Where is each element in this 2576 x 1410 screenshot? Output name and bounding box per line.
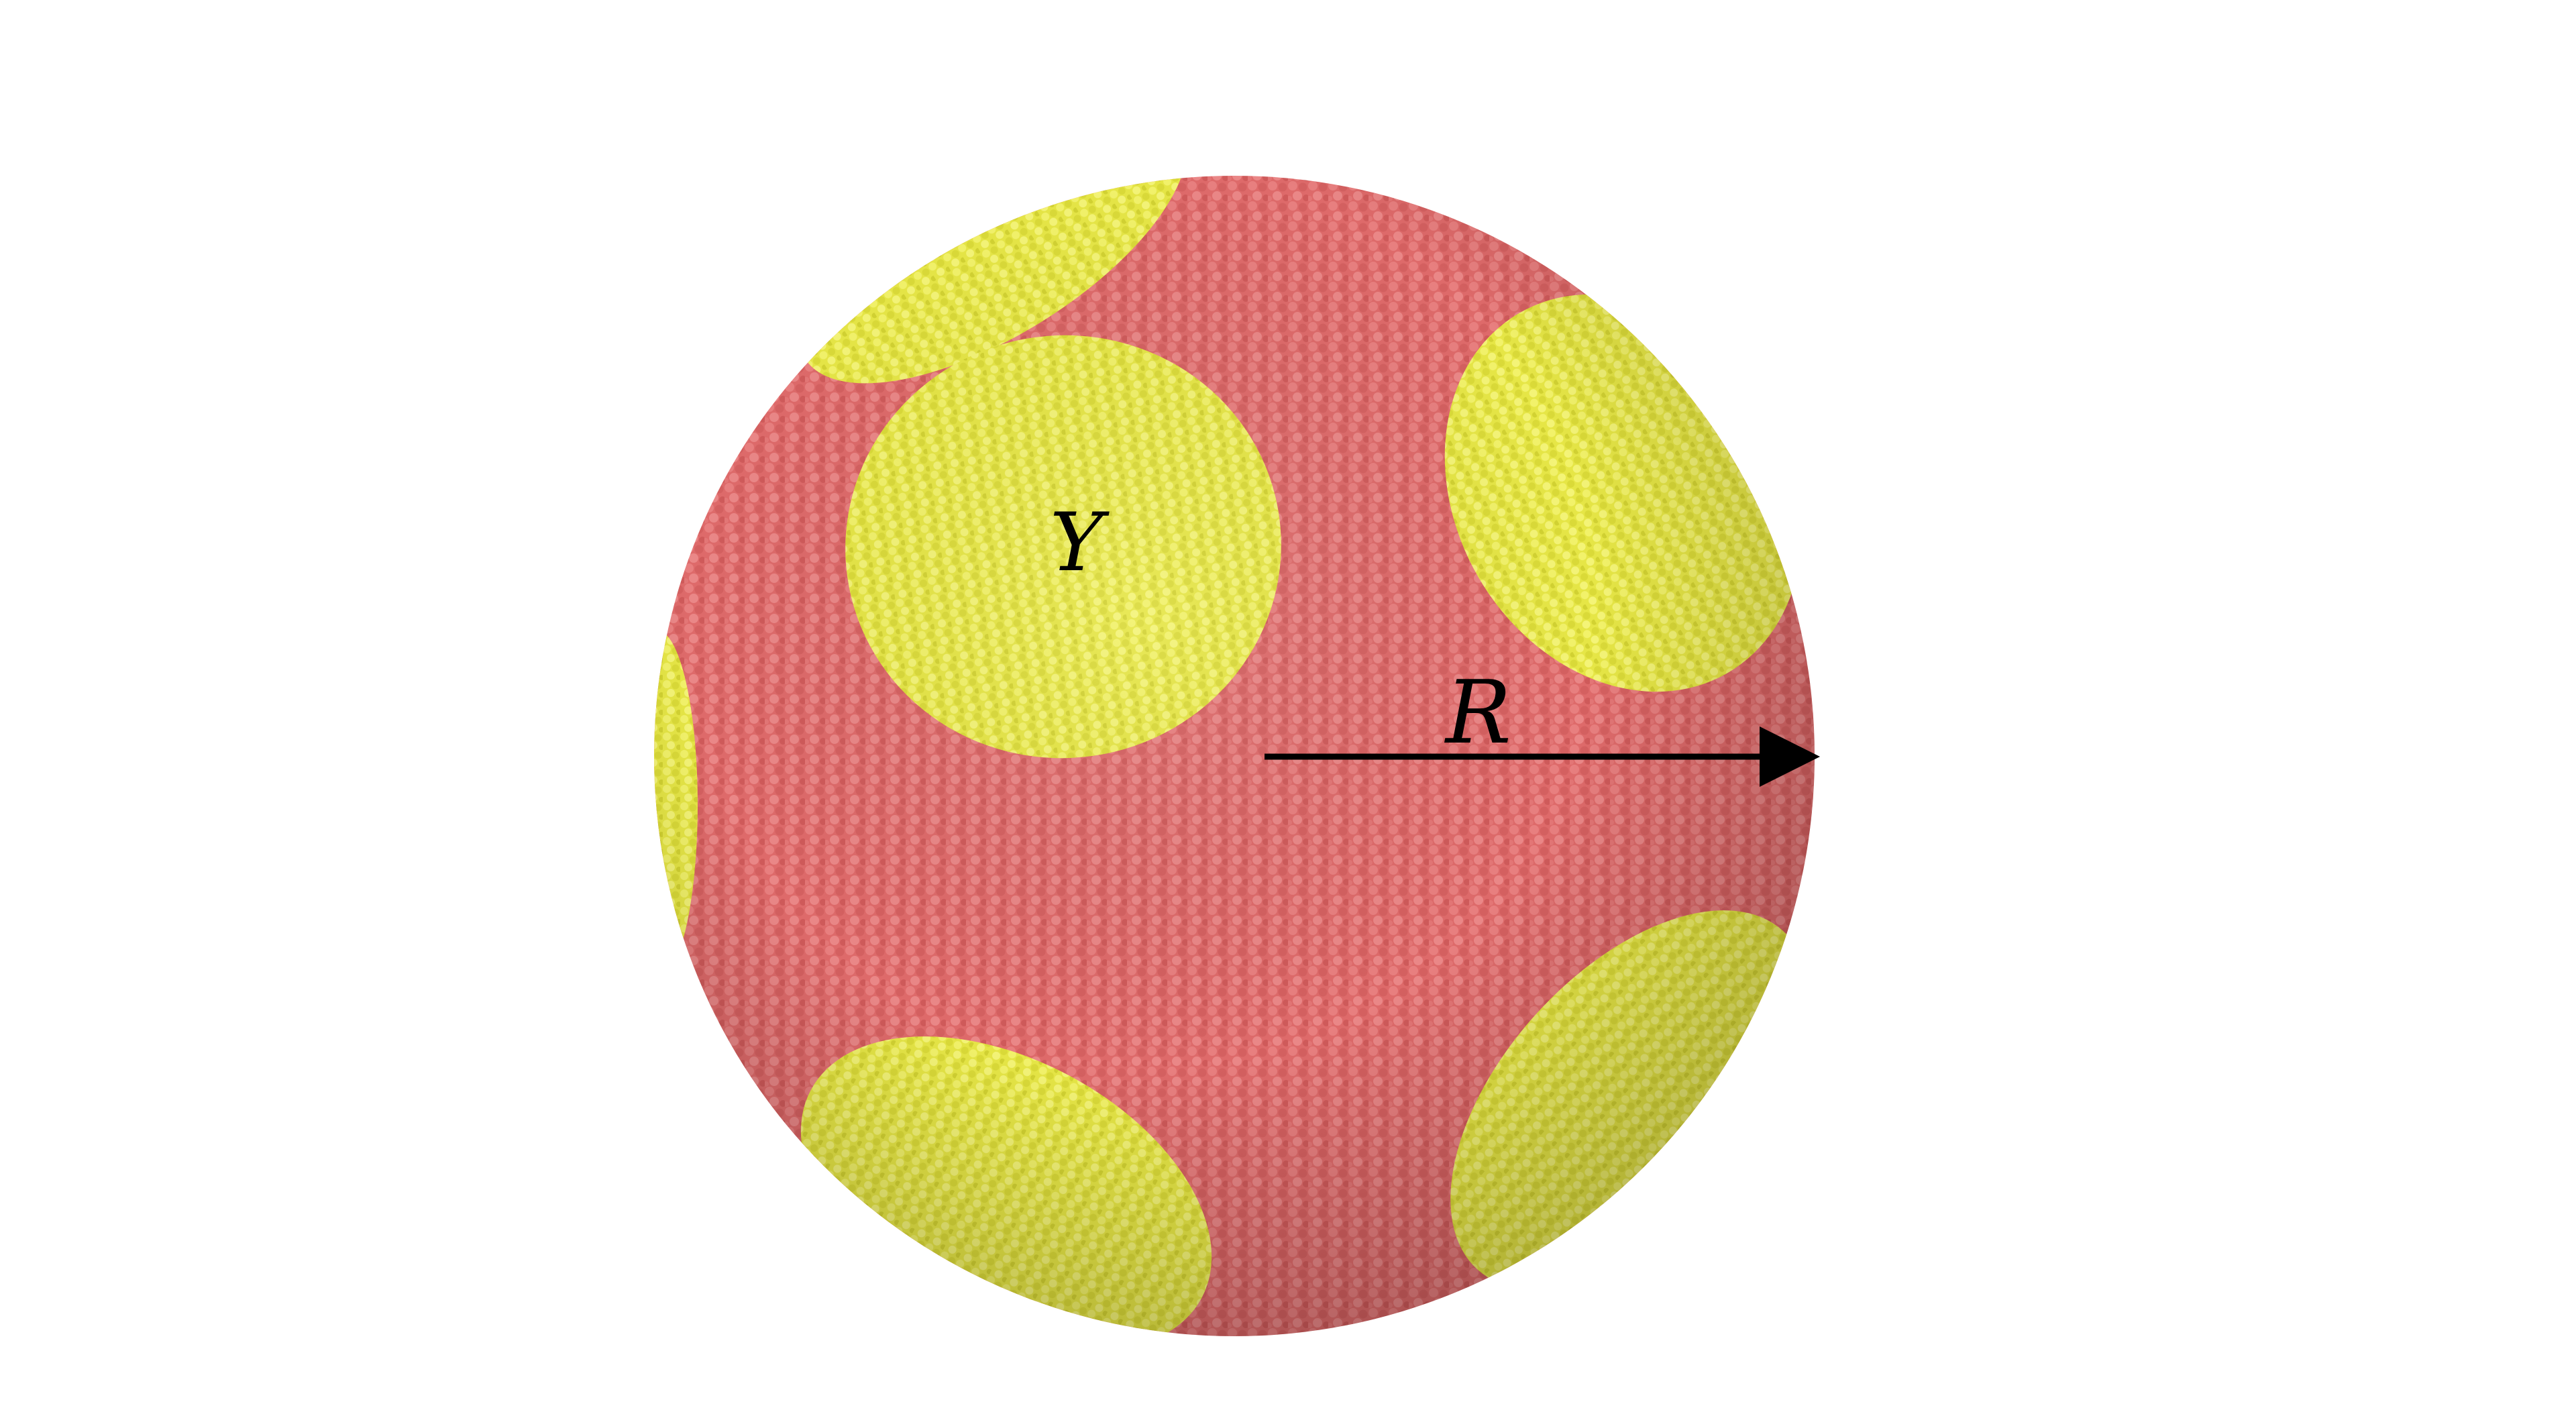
- sphere-shading: [654, 176, 1815, 1336]
- sphere: [654, 176, 1815, 1336]
- radius-label: R: [1444, 661, 1511, 763]
- patch-label: Y: [1050, 496, 1110, 590]
